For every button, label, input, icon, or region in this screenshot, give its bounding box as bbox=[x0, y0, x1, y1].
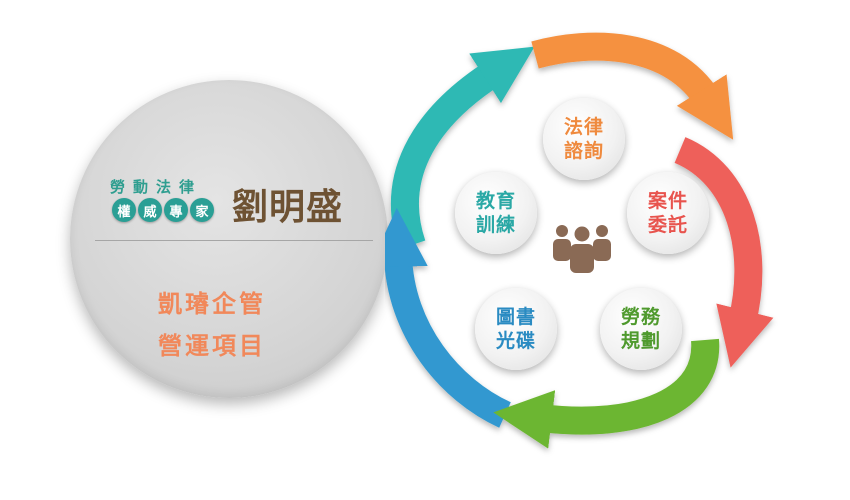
person-name: 劉明盛 bbox=[232, 187, 344, 228]
people-group-icon bbox=[553, 225, 611, 273]
node-line2: 委託 bbox=[647, 214, 688, 236]
node-line1: 法律 bbox=[563, 116, 604, 138]
node-line2: 規劃 bbox=[620, 330, 661, 352]
cycle-arrows bbox=[385, 32, 774, 449]
badge: 權 bbox=[112, 198, 136, 222]
subtitle-labor-law: 勞動法律 bbox=[110, 178, 203, 196]
arrow-orange bbox=[531, 32, 734, 140]
arrow-green bbox=[493, 338, 720, 449]
divider bbox=[95, 240, 373, 241]
node-line2: 訓練 bbox=[475, 214, 516, 236]
node-legal-consulting: 法律 諮詢 bbox=[543, 98, 625, 180]
node-line1: 勞務 bbox=[620, 306, 661, 328]
badge: 專 bbox=[164, 198, 188, 222]
node-line2: 光碟 bbox=[495, 330, 536, 352]
main-disc bbox=[70, 80, 388, 398]
badge: 威 bbox=[138, 198, 162, 222]
badge: 家 bbox=[190, 198, 214, 222]
badge-row: 權 威 專 家 bbox=[112, 198, 214, 222]
arrow-blue bbox=[385, 207, 512, 428]
node-books-cds: 圖書 光碟 bbox=[475, 288, 557, 370]
node-labor-planning: 勞務 規劃 bbox=[600, 288, 682, 370]
node-case-commission: 案件 委託 bbox=[627, 172, 709, 254]
node-line2: 諮詢 bbox=[563, 140, 604, 162]
arrow-red bbox=[673, 137, 774, 368]
node-line1: 案件 bbox=[647, 190, 688, 212]
project-line-2: 營運項目 bbox=[158, 332, 266, 360]
node-line1: 教育 bbox=[475, 190, 516, 212]
project-line-1: 凱璿企管 bbox=[158, 290, 266, 318]
node-line1: 圖書 bbox=[495, 306, 536, 328]
node-education-training: 教育 訓練 bbox=[455, 172, 537, 254]
